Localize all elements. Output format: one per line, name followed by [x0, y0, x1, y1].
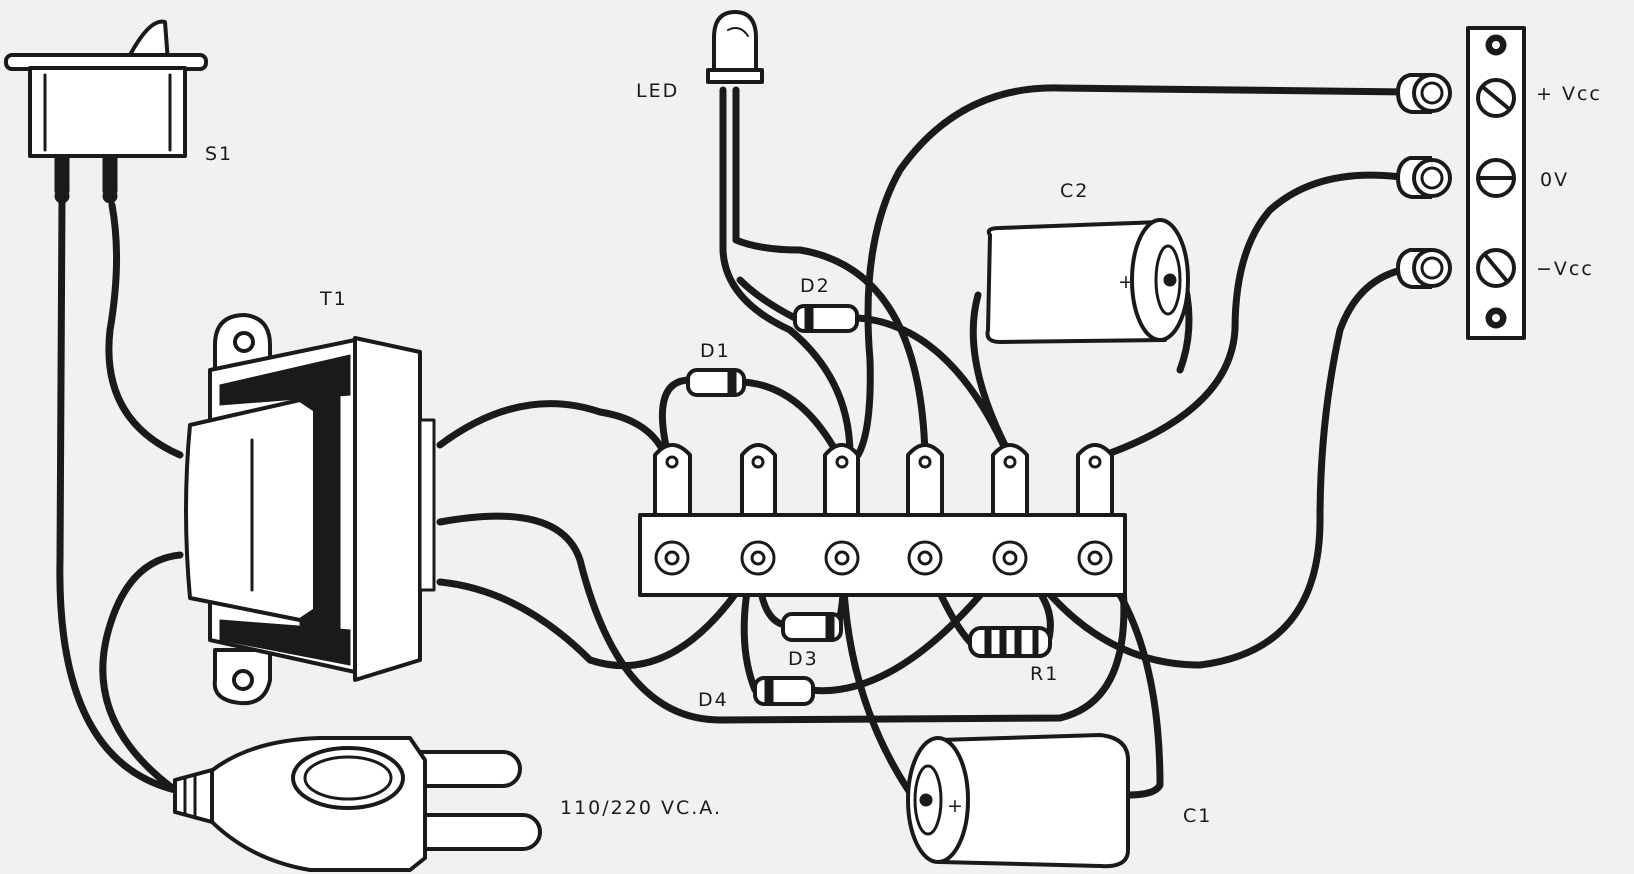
label-pos-vcc: + Vcc	[1536, 83, 1602, 105]
label-mains-voltage: 110/220 VC.A.	[560, 797, 722, 819]
label-d1: D1	[700, 340, 731, 362]
wire-led-lead-b	[732, 86, 929, 459]
label-led: LED	[636, 80, 679, 102]
diode-d4	[753, 676, 815, 706]
strip-lugs	[653, 443, 1114, 517]
wire-d2-left	[736, 276, 799, 322]
wire-plug-to-transformer	[99, 551, 184, 794]
label-c2-plus: +	[1118, 271, 1136, 293]
wire-c1-plus	[839, 561, 919, 804]
capacitor-c1	[906, 733, 1130, 869]
wire-switch-to-transformer	[105, 201, 184, 459]
wire-d2-right	[854, 314, 1012, 459]
label-d2: D2	[800, 275, 831, 297]
resistor-r1	[968, 626, 1052, 658]
wire-d1-left	[658, 376, 694, 459]
label-t1: T1	[319, 288, 348, 310]
wire-c1-minus	[1096, 561, 1164, 799]
wire-switch-to-plug	[56, 196, 179, 794]
label-c1: C1	[1183, 805, 1212, 827]
wire-pos-vcc	[854, 84, 1412, 459]
label-neg-vcc: −Vcc	[1536, 258, 1594, 280]
transformer-t1	[184, 313, 436, 706]
diode-d2	[793, 304, 859, 333]
strip-screws	[654, 540, 1113, 576]
label-c1-plus: +	[947, 795, 965, 817]
capacitor-c2	[985, 218, 1190, 344]
label-s1: S1	[205, 143, 233, 165]
diode-d1	[686, 368, 746, 397]
wire-d1-right	[738, 378, 842, 459]
label-c2: C2	[1060, 180, 1089, 202]
terminal-strip	[638, 443, 1127, 597]
wire-transformer-to-terminal2	[436, 556, 762, 670]
label-zero-v: 0V	[1540, 169, 1569, 191]
wire-transformer-to-lug1	[436, 400, 669, 459]
wire-led-lead-a	[719, 86, 854, 459]
wire-transformer-loop	[436, 512, 1128, 724]
label-d4: D4	[698, 689, 729, 711]
label-d3: D3	[788, 648, 819, 670]
label-r1: R1	[1030, 663, 1059, 685]
mains-plug	[173, 736, 542, 872]
led	[706, 10, 764, 84]
wire-neg-vcc	[1026, 264, 1416, 669]
wire-zero-v	[1101, 171, 1412, 459]
wire-c2-left	[969, 291, 1014, 459]
diode-d3	[781, 612, 843, 642]
labels: S1 T1 LED D1 D2 D3 D4 R1 C1 C2 110/220 V…	[205, 80, 1602, 827]
output-terminal-block	[1396, 26, 1526, 340]
switch-s1	[4, 19, 208, 204]
